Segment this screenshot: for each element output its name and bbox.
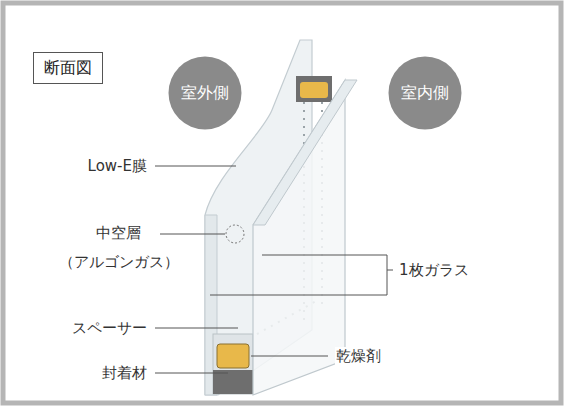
leader-line xyxy=(155,166,236,167)
circle-fill xyxy=(389,57,462,130)
bottom-spacer xyxy=(213,334,253,394)
leader-line xyxy=(387,270,393,271)
interior-pane xyxy=(253,80,345,395)
bottom-desiccant xyxy=(217,344,249,368)
bracket xyxy=(210,255,387,295)
sealant-label: 封着材 xyxy=(101,364,148,382)
film-label: Low-E膜 xyxy=(87,157,148,175)
gas-layer-label: 中空層 （アルゴンガス） xyxy=(55,219,182,277)
leader-line xyxy=(251,356,328,357)
pane-edge xyxy=(253,80,357,225)
leader-line xyxy=(155,328,238,329)
desiccant-label: 乾燥剤 xyxy=(335,347,382,365)
gas-marker xyxy=(226,225,244,243)
top-desiccant xyxy=(300,82,328,98)
side-label: 室内側 xyxy=(401,83,449,103)
side-circle: 室外側 xyxy=(168,56,242,130)
heading-box: 断面図 xyxy=(33,52,103,84)
side-label: 室外側 xyxy=(181,83,229,103)
bottom-sealant xyxy=(213,370,253,394)
heading-text: 断面図 xyxy=(44,58,92,78)
leader-line xyxy=(160,234,225,235)
spacer-label: スペーサー xyxy=(71,319,148,337)
leader-lines xyxy=(155,166,393,373)
leader-line xyxy=(155,373,228,374)
side-circle: 室内側 xyxy=(388,56,462,130)
frame xyxy=(3,3,561,403)
pane-label: 1枚ガラス xyxy=(398,261,470,279)
top-sealant xyxy=(296,76,332,102)
circle-fill xyxy=(169,57,242,130)
